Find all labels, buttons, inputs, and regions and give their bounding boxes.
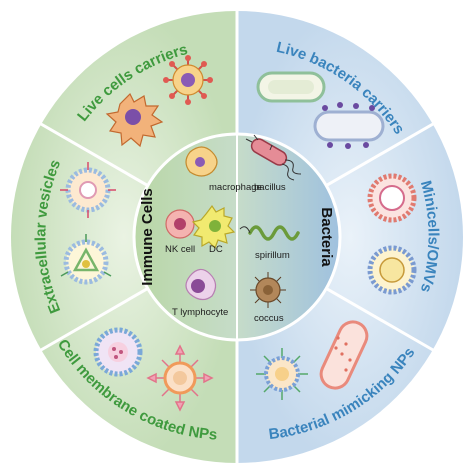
label-nk-cell: NK cell: [165, 244, 195, 255]
capsule-bacteria-coated-icon: [313, 102, 385, 149]
extracellular-vesicle-icon: [60, 162, 116, 218]
core-spirillum-icon: [239, 225, 300, 241]
label-dc: DC: [209, 244, 223, 255]
label-spirillum: spirillum: [255, 250, 290, 261]
core-dendritic-cell-icon: [191, 204, 236, 250]
mimicking-np-icon: [256, 348, 308, 400]
label-macrophage: macrophage: [209, 182, 262, 193]
extracellular-vesicle-triangle-icon: [60, 234, 112, 285]
core-title-immune-cells: Immune Cells: [139, 188, 156, 286]
label-coccus: coccus: [254, 313, 284, 324]
outer-ring-right: [237, 11, 463, 463]
core-coccus-icon: [250, 272, 286, 308]
minicell-icon: [367, 245, 417, 295]
coated-np-icon: [93, 327, 143, 377]
core-macrophage-icon: [185, 146, 218, 177]
live-cells-macrophage-icon: [163, 55, 213, 105]
core-title-bacteria: Bacteria: [318, 207, 335, 267]
label-bacillus: bacillus: [254, 182, 286, 193]
label-t-lymphocyte: T lymphocyte: [172, 307, 228, 318]
omv-icon: [367, 173, 417, 223]
core-t-lymphocyte-icon: [185, 268, 217, 301]
mimicking-capsule-icon: [319, 320, 369, 390]
core-nk-cell-icon: [165, 209, 195, 239]
capsule-bacteria-icon: [256, 71, 326, 103]
coated-np-arrows-icon: [146, 344, 214, 412]
core-bacillus-icon: [245, 134, 302, 181]
live-cells-dendritic-icon: [105, 92, 164, 148]
